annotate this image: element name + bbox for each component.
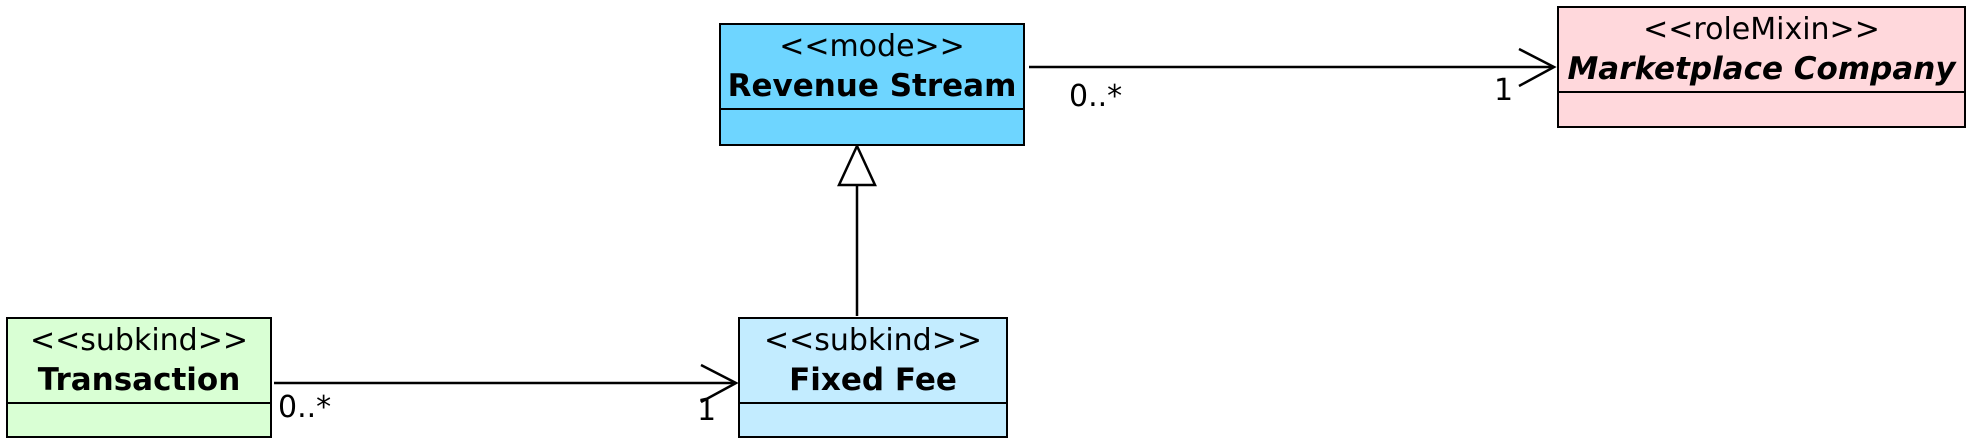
class-header: <<roleMixin>> Marketplace Company xyxy=(1559,8,1964,93)
class-header: <<subkind>> Fixed Fee xyxy=(740,319,1006,404)
stereotype-label: <<subkind>> xyxy=(764,322,982,358)
attribute-compartment xyxy=(721,110,1023,144)
class-header: <<mode>> Revenue Stream xyxy=(721,25,1023,110)
multiplicity-fee-target: 1 xyxy=(697,393,717,428)
association-arrowhead-company xyxy=(1518,47,1557,88)
class-name: Fixed Fee xyxy=(789,361,957,398)
attribute-compartment xyxy=(740,404,1006,436)
class-fixed-fee[interactable]: <<subkind>> Fixed Fee xyxy=(738,317,1008,438)
stereotype-label: <<subkind>> xyxy=(30,322,248,358)
attribute-compartment xyxy=(1559,93,1964,126)
generalization-arrowhead xyxy=(837,143,877,187)
class-header: <<subkind>> Transaction xyxy=(8,319,270,404)
multiplicity-revenue-source: 0..* xyxy=(1069,79,1123,114)
class-name: Transaction xyxy=(37,361,241,398)
stereotype-label: <<roleMixin>> xyxy=(1643,11,1880,47)
class-name: Marketplace Company xyxy=(1567,50,1956,87)
class-revenue-stream[interactable]: <<mode>> Revenue Stream xyxy=(719,23,1025,146)
attribute-compartment xyxy=(8,404,270,436)
class-transaction[interactable]: <<subkind>> Transaction xyxy=(6,317,272,438)
association-arrowhead-fee xyxy=(700,363,739,404)
stereotype-label: <<mode>> xyxy=(779,28,965,64)
multiplicity-company-target: 1 xyxy=(1494,73,1514,108)
class-marketplace-company[interactable]: <<roleMixin>> Marketplace Company xyxy=(1557,6,1966,128)
multiplicity-transaction-source: 0..* xyxy=(278,390,332,425)
class-name: Revenue Stream xyxy=(727,67,1017,104)
